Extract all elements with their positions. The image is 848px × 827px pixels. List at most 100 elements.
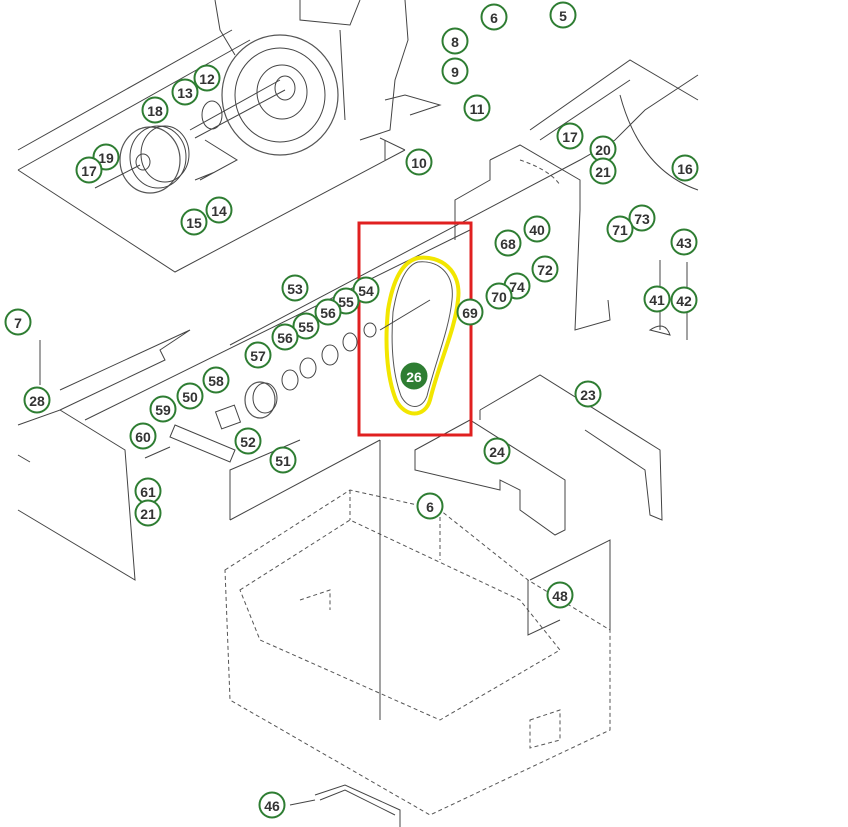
callout-56[interactable]: 56 <box>314 298 342 326</box>
callout-59[interactable]: 59 <box>149 395 177 423</box>
callout-73[interactable]: 73 <box>628 204 656 232</box>
callout-12[interactable]: 12 <box>193 64 221 92</box>
callout-11[interactable]: 11 <box>463 94 491 122</box>
callout-label: 19 <box>98 150 114 166</box>
callout-6[interactable]: 6 <box>416 492 444 520</box>
callout-circle <box>670 286 698 314</box>
callout-21[interactable]: 21 <box>134 499 162 527</box>
callout-label: 57 <box>250 348 266 364</box>
callout-label: 40 <box>529 222 545 238</box>
callout-28[interactable]: 28 <box>23 386 51 414</box>
callout-61[interactable]: 61 <box>134 477 162 505</box>
highlight-box <box>357 221 473 437</box>
callout-circle <box>441 57 469 85</box>
callout-label: 56 <box>277 330 293 346</box>
callout-circle <box>494 229 522 257</box>
callout-circle <box>180 208 208 236</box>
callout-21[interactable]: 21 <box>589 157 617 185</box>
callout-5[interactable]: 5 <box>549 1 577 29</box>
callout-40[interactable]: 40 <box>523 215 551 243</box>
callout-18[interactable]: 18 <box>141 96 169 124</box>
callout-7[interactable]: 7 <box>4 308 32 336</box>
callout-circle <box>416 492 444 520</box>
callout-53[interactable]: 53 <box>281 274 309 302</box>
callout-68[interactable]: 68 <box>494 229 522 257</box>
callout-label: 26 <box>406 369 422 385</box>
callout-71[interactable]: 71 <box>606 215 634 243</box>
callout-56[interactable]: 56 <box>271 323 299 351</box>
callout-circle <box>258 791 286 819</box>
callout-label: 17 <box>562 129 578 145</box>
callout-46[interactable]: 46 <box>258 791 286 819</box>
callout-label: 17 <box>81 163 97 179</box>
callout-8[interactable]: 8 <box>441 27 469 55</box>
callout-label: 56 <box>320 305 336 321</box>
callout-14[interactable]: 14 <box>205 196 233 224</box>
callout-circle <box>202 366 230 394</box>
callout-26[interactable]: 26 <box>400 362 428 390</box>
callout-55[interactable]: 55 <box>292 312 320 340</box>
engine-drawing <box>214 0 409 156</box>
shaft-parts-drawing <box>144 322 377 463</box>
callout-circle <box>531 255 559 283</box>
callout-6[interactable]: 6 <box>480 3 508 31</box>
callout-circle <box>463 94 491 122</box>
callout-51[interactable]: 51 <box>269 446 297 474</box>
callout-circle <box>75 156 103 184</box>
callout-13[interactable]: 13 <box>171 78 199 106</box>
callout-42[interactable]: 42 <box>670 286 698 314</box>
callout-circle <box>643 285 671 313</box>
callout-41[interactable]: 41 <box>643 285 671 313</box>
callout-48[interactable]: 48 <box>546 581 574 609</box>
callout-circle <box>23 386 51 414</box>
callout-52[interactable]: 52 <box>234 427 262 455</box>
callout-label: 16 <box>677 161 693 177</box>
callout-label: 7 <box>14 315 22 331</box>
callout-10[interactable]: 10 <box>405 148 433 176</box>
callout-72[interactable]: 72 <box>531 255 559 283</box>
callout-circle <box>129 422 157 450</box>
callout-circle <box>281 274 309 302</box>
callout-label: 11 <box>470 101 485 117</box>
callout-16[interactable]: 16 <box>671 154 699 182</box>
callout-label: 58 <box>208 373 224 389</box>
callout-57[interactable]: 57 <box>244 341 272 369</box>
callout-label: 50 <box>182 389 198 405</box>
frame-drawing <box>224 440 611 816</box>
callout-24[interactable]: 24 <box>483 437 511 465</box>
callout-circle <box>480 3 508 31</box>
callout-58[interactable]: 58 <box>202 366 230 394</box>
callout-label: 14 <box>211 203 227 219</box>
callout-circle <box>670 228 698 256</box>
callout-60[interactable]: 60 <box>129 422 157 450</box>
callout-label: 12 <box>199 71 215 87</box>
callout-circle <box>556 122 584 150</box>
callout-43[interactable]: 43 <box>670 228 698 256</box>
callout-17[interactable]: 17 <box>556 122 584 150</box>
callout-17[interactable]: 17 <box>75 156 103 184</box>
callout-circle <box>271 323 299 351</box>
callout-label: 74 <box>509 279 525 295</box>
callout-label: 42 <box>676 293 692 309</box>
callout-23[interactable]: 23 <box>574 380 602 408</box>
belt-26[interactable] <box>379 255 461 416</box>
callout-label: 71 <box>612 222 628 238</box>
callout-70[interactable]: 70 <box>485 282 513 310</box>
callout-50[interactable]: 50 <box>176 382 204 410</box>
callout-label: 51 <box>275 453 291 469</box>
callout-label: 61 <box>140 484 156 500</box>
callout-label: 21 <box>595 164 611 180</box>
callout-circle <box>441 27 469 55</box>
callout-15[interactable]: 15 <box>180 208 208 236</box>
callout-label: 9 <box>451 64 459 80</box>
callout-circle <box>176 382 204 410</box>
callout-circle <box>149 395 177 423</box>
callout-label: 23 <box>580 387 596 403</box>
callout-9[interactable]: 9 <box>441 57 469 85</box>
callout-circle <box>205 196 233 224</box>
callout-circle <box>606 215 634 243</box>
callout-circle <box>171 78 199 106</box>
callout-69[interactable]: 69 <box>456 298 484 326</box>
callout-circle <box>134 499 162 527</box>
